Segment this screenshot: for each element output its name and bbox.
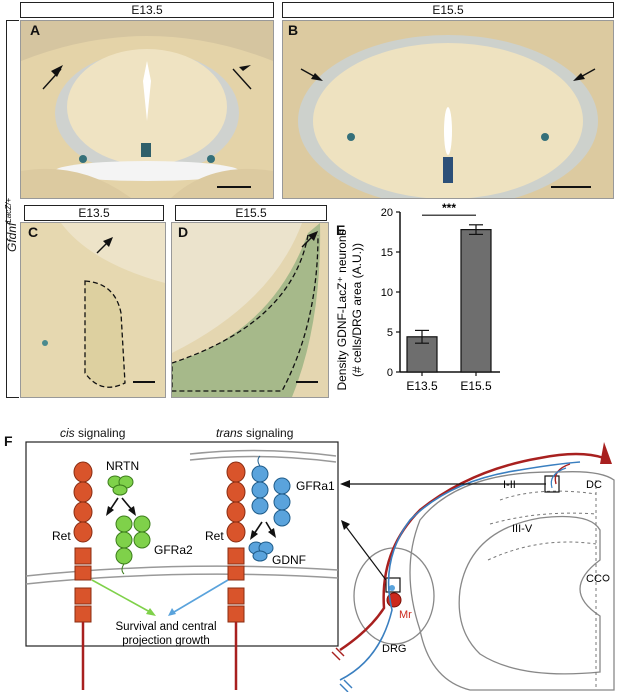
panel-b-letter: B — [288, 22, 299, 38]
panel-c-letter: C — [28, 224, 39, 240]
outcome-line1: Survival and central — [116, 621, 217, 633]
ret-left-label: Ret — [52, 529, 71, 543]
panel-b-tissue-drawing — [283, 21, 613, 198]
gfra1-label: GFRa1 — [296, 479, 335, 493]
drg-label: DRG — [382, 643, 406, 655]
panel-d-letter: D — [178, 224, 189, 240]
panel-f-letter: F — [4, 433, 13, 449]
blue-axon — [339, 461, 581, 681]
cord-region-CC: CC — [586, 573, 602, 585]
panel-b-scalebar — [551, 186, 591, 188]
chart-significance-label: *** — [442, 201, 456, 215]
panel-b-micrograph — [282, 20, 614, 199]
genotype-bracket — [6, 20, 19, 398]
outcome-line2: projection growth — [122, 635, 210, 647]
chart-y-tick-label: 5 — [387, 327, 393, 339]
panel-c-header: E13.5 — [24, 205, 164, 221]
spinal-cord-diagram — [353, 471, 615, 691]
panel-a-letter: A — [30, 22, 41, 38]
panel-a-header: E13.5 — [20, 2, 274, 18]
gdnf-ligand-icon — [248, 541, 274, 562]
chart-y-tick-label: 10 — [381, 287, 393, 299]
panel-a-scalebar — [217, 186, 251, 188]
cord-region-III-V: III-V — [512, 523, 533, 535]
panel-b-header: E15.5 — [282, 2, 614, 18]
cis-signaling-title: cis signaling — [60, 426, 125, 440]
chart-ylabel-line1: Density GDNF-LacZ⁺ neurons — [335, 229, 349, 390]
chart-y-tick-label: 0 — [387, 367, 393, 379]
panel-e-letter: E — [336, 222, 346, 238]
cord-region-DC: DC — [586, 479, 602, 491]
ret-receptor-right — [226, 461, 246, 690]
trans-signaling-title: trans signaling — [216, 426, 293, 440]
trans-suffix: signaling — [242, 426, 294, 440]
panel-c-tissue-drawing — [21, 223, 165, 397]
panel-d-micrograph — [171, 222, 329, 398]
gdnf-label: GDNF — [272, 553, 306, 567]
cord-region-I-II: I-II — [503, 479, 516, 491]
ret-receptor-left — [73, 461, 93, 690]
genotype-label: GfdnfLacZ/+ — [4, 197, 19, 252]
nrtn-ligand-icon — [107, 475, 134, 496]
chart-x-tick-label: E13.5 — [406, 379, 438, 393]
panel-a-tissue-drawing — [21, 21, 273, 198]
mr-label: Mr — [399, 609, 412, 621]
gfra2-label: GFRa2 — [154, 543, 193, 557]
panel-c-micrograph — [20, 222, 166, 398]
nrtn-label: NRTN — [106, 459, 139, 473]
gfra1-coreceptor-icon — [251, 455, 291, 527]
panel-d-header: E15.5 — [175, 205, 327, 221]
gfra2-coreceptor-icon — [115, 515, 151, 575]
panel-c-scalebar — [133, 381, 155, 383]
chart-y-tick-label: 15 — [381, 247, 393, 259]
trans-label: trans — [216, 426, 243, 440]
panel-a-micrograph — [20, 20, 274, 199]
cis-suffix: signaling — [74, 426, 126, 440]
chart-x-tick-label: E15.5 — [460, 379, 492, 393]
signaling-schematic: NRTN Ret Ret GFRa2 GFRa1 GDNF Survival a… — [25, 441, 615, 692]
chart-ylabel-line2: (# cells/DRG area (A.U.)) — [350, 243, 364, 377]
cis-label: cis — [60, 426, 75, 440]
panel-d-scalebar — [296, 381, 318, 383]
chart-bar — [460, 229, 492, 373]
ret-right-label: Ret — [205, 529, 224, 543]
panel-d-tissue-drawing — [172, 223, 328, 397]
red-axon-arrowhead-icon — [600, 442, 612, 464]
chart-y-tick-label: 20 — [381, 207, 393, 219]
